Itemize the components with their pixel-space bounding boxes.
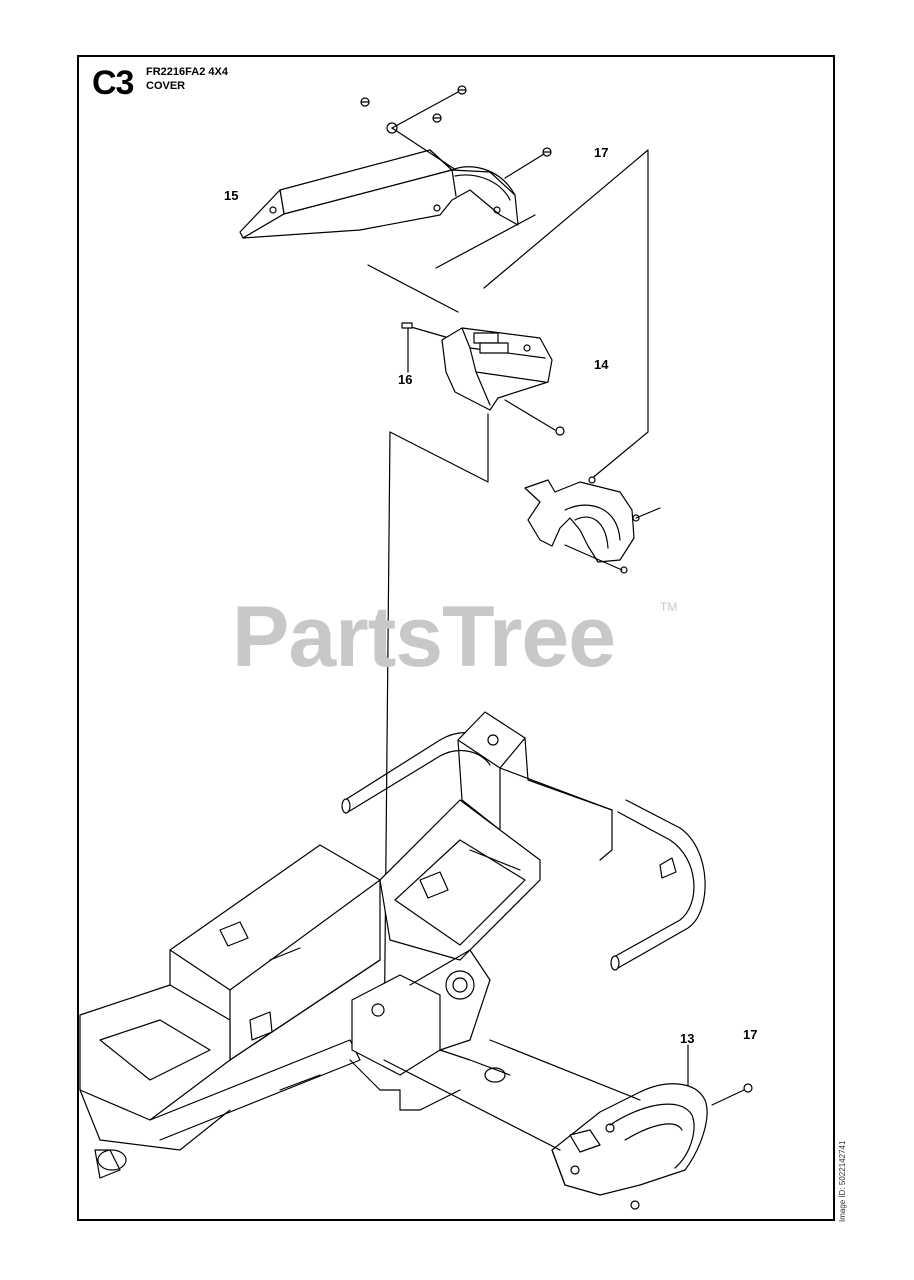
section-subtitle: COVER — [146, 80, 186, 92]
callout-13[interactable]: 13 — [680, 1031, 695, 1046]
watermark: PartsTree — [232, 589, 616, 685]
watermark-trademark: TM — [660, 600, 678, 614]
part-15-cover-panel[interactable] — [240, 150, 518, 238]
mounting-bracket[interactable] — [525, 477, 660, 573]
part-14-housing[interactable] — [402, 323, 564, 435]
image-id: Image ID: 5022142741 — [838, 1140, 847, 1222]
callout-14[interactable]: 14 — [594, 357, 609, 372]
callout-17-bottom[interactable]: 17 — [743, 1027, 758, 1042]
section-code: C3 — [92, 64, 134, 102]
callout-17-top[interactable]: 17 — [594, 145, 609, 160]
assembly-lines-upper — [368, 92, 648, 1060]
chassis-frame — [80, 712, 705, 1178]
part-17-screws-top[interactable] — [361, 86, 551, 156]
part-13-belt-guard[interactable] — [552, 1045, 752, 1209]
model-title: FR2216FA2 4X4 — [146, 66, 228, 78]
diagram-frame — [77, 55, 835, 1221]
assembly-lines-lower — [384, 1040, 640, 1150]
callout-16[interactable]: 16 — [398, 372, 413, 387]
callout-15[interactable]: 15 — [224, 188, 239, 203]
